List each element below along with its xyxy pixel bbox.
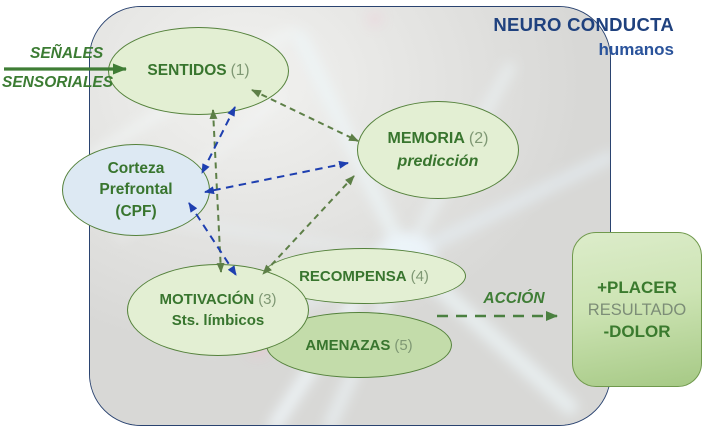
cpf-line1: Corteza (107, 159, 165, 177)
action-label: ACCIÓN (483, 290, 545, 307)
sensory-signals-line2: SENSORIALES (2, 74, 114, 91)
memoria-subtitle: predicción (397, 153, 479, 170)
sentidos-title: SENTIDOS (1) (147, 62, 249, 80)
sentidos-label: SENTIDOS (147, 62, 227, 79)
memoria-number: (2) (468, 130, 489, 147)
page-subtitle: humanos (598, 40, 674, 59)
sensory-signals-label: SEÑALES SENSORIALES (2, 45, 113, 92)
node-corteza-prefrontal: Corteza Prefrontal (CPF) (62, 144, 210, 236)
amenazas-number: (5) (394, 336, 413, 354)
node-motivacion: MOTIVACIÓN (3) Sts. límbicos (127, 264, 309, 356)
memoria-title: MEMORIA (2) (388, 127, 489, 150)
node-memoria: MEMORIA (2) predicción (357, 101, 519, 199)
recompensa-number: (4) (410, 267, 429, 285)
memoria-label: MEMORIA (387, 130, 465, 147)
motivacion-subtitle: Sts. límbicos (171, 312, 265, 329)
cpf-line2: Prefrontal (99, 181, 173, 199)
sensory-signals-line1: SEÑALES (30, 45, 104, 62)
page-title: NEURO CONDUCTA (493, 14, 674, 35)
amenazas-title: AMENAZAS (5) (305, 337, 412, 354)
recompensa-label: RECOMPENSA (299, 267, 407, 285)
recompensa-title: RECOMPENSA (4) (299, 268, 429, 285)
amenazas-label: AMENAZAS (305, 336, 391, 354)
cpf-line3: (CPF) (115, 202, 157, 220)
result-placer: +PLACER (597, 277, 677, 297)
result-dolor: -DOLOR (603, 321, 671, 341)
motivacion-title: MOTIVACIÓN (3) (159, 289, 276, 310)
motivacion-label: MOTIVACIÓN (159, 291, 255, 308)
node-sentidos: SENTIDOS (1) (108, 27, 289, 115)
result-resultado: RESULTADO (587, 300, 687, 319)
sentidos-number: (1) (230, 62, 250, 79)
result-box: +PLACER RESULTADO -DOLOR (572, 232, 702, 387)
motivacion-number: (3) (258, 291, 277, 308)
